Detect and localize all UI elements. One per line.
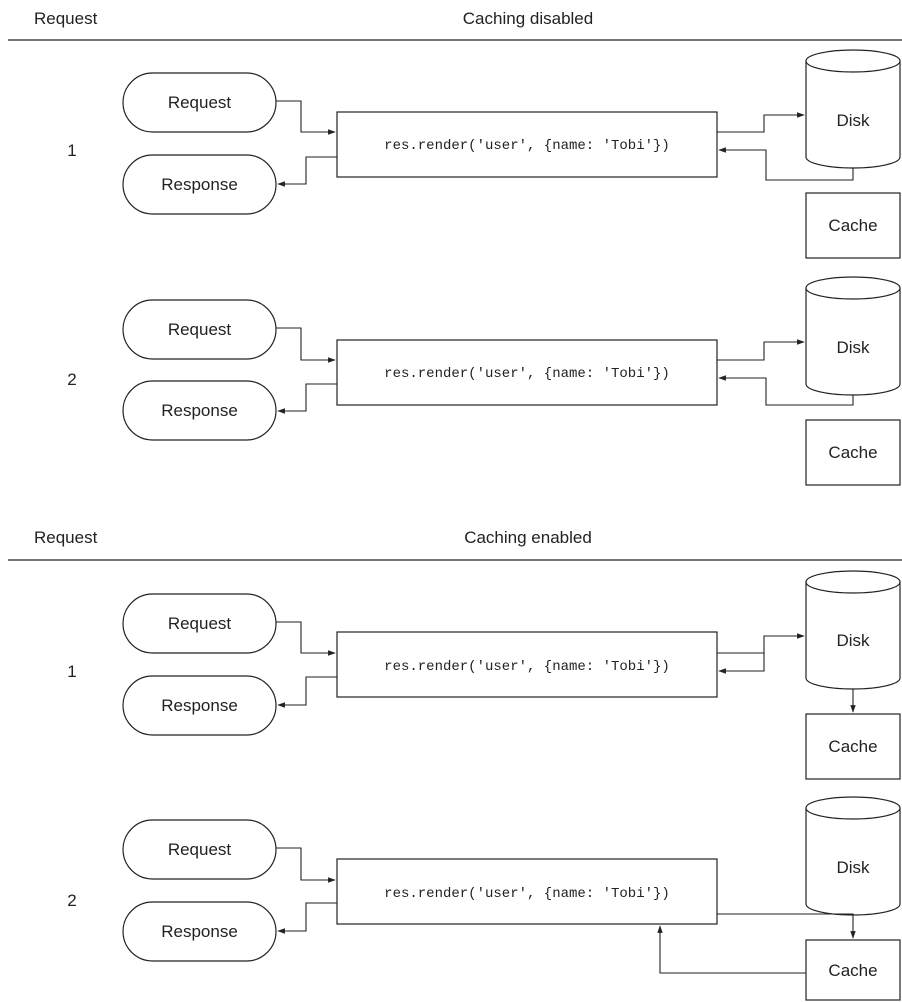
response-label: Response xyxy=(161,175,238,194)
cache-label: Cache xyxy=(828,737,877,756)
disk-cylinder-top xyxy=(805,276,901,300)
disk-cylinder-top xyxy=(805,570,901,594)
request-node xyxy=(122,299,277,360)
render-code: res.render('user', {name: 'Tobi'}) xyxy=(384,366,670,382)
section-header-request-label: Request xyxy=(34,9,98,28)
response-label: Response xyxy=(161,696,238,715)
arrow-disk-to-render xyxy=(718,653,765,674)
cache-box xyxy=(805,419,901,486)
arrow-render-to-disk xyxy=(717,633,805,654)
cache-label: Cache xyxy=(828,216,877,235)
request-node xyxy=(122,72,277,133)
arrow-disk-to-render xyxy=(718,147,854,181)
row-number: 1 xyxy=(67,141,76,160)
cache-box xyxy=(805,939,901,1001)
request-node xyxy=(122,819,277,880)
cache-label: Cache xyxy=(828,443,877,462)
arrow-render-to-response xyxy=(277,676,337,708)
render-code: res.render('user', {name: 'Tobi'}) xyxy=(384,659,670,675)
arrow-request-to-render xyxy=(276,327,336,363)
arrow-render-to-disk xyxy=(717,339,805,361)
response-label: Response xyxy=(161,401,238,420)
response-node xyxy=(122,675,277,736)
request-label: Request xyxy=(168,614,232,633)
cache-label: Cache xyxy=(828,961,877,980)
row-number: 2 xyxy=(67,891,76,910)
response-node xyxy=(122,901,277,962)
arrow-disk-to-render xyxy=(718,375,854,406)
arrow-render-to-response xyxy=(277,902,337,934)
flow-row-1: 1 Request Response res.render('user', {n… xyxy=(67,49,901,259)
response-node xyxy=(122,154,277,215)
arrow-render-to-cache xyxy=(717,913,856,939)
render-box xyxy=(336,858,718,925)
disk-label: Disk xyxy=(836,338,870,357)
request-label: Request xyxy=(168,840,232,859)
arrow-render-to-response xyxy=(277,156,337,187)
request-label: Request xyxy=(168,320,232,339)
disk-cylinder-top xyxy=(805,796,901,820)
request-label: Request xyxy=(168,93,232,112)
render-code: res.render('user', {name: 'Tobi'}) xyxy=(384,138,670,154)
arrow-request-to-render xyxy=(276,100,336,135)
flow-row-2: 2 Request Response res.render('user', {n… xyxy=(67,796,901,1001)
render-box xyxy=(336,339,718,406)
flow-row-1: 1 Request Response res.render('user', {n… xyxy=(67,570,901,780)
arrow-render-to-response xyxy=(277,383,337,414)
disk-cylinder-top xyxy=(805,49,901,73)
disk-label: Disk xyxy=(836,631,870,650)
row-number: 2 xyxy=(67,370,76,389)
render-code: res.render('user', {name: 'Tobi'}) xyxy=(384,886,670,902)
arrow-request-to-render xyxy=(276,847,336,883)
request-node xyxy=(122,593,277,654)
render-box xyxy=(336,631,718,698)
response-label: Response xyxy=(161,922,238,941)
section-caching-enabled: Request Caching enabled 1 Request Respon… xyxy=(8,528,902,1001)
section-header-request-label: Request xyxy=(34,528,98,547)
arrow-request-to-render xyxy=(276,621,336,656)
arrow-render-to-disk xyxy=(717,112,805,133)
section-title: Caching enabled xyxy=(464,528,592,547)
row-number: 1 xyxy=(67,662,76,681)
section-caching-disabled: Request Caching disabled 1 Request Respo… xyxy=(8,9,902,486)
disk-label: Disk xyxy=(836,858,870,877)
response-node xyxy=(122,380,277,441)
arrow-cache-to-render xyxy=(657,925,806,974)
cache-box xyxy=(805,713,901,780)
cache-box xyxy=(805,192,901,259)
disk-label: Disk xyxy=(836,111,870,130)
flow-row-2: 2 Request Response res.render('user', {n… xyxy=(67,276,901,486)
render-box xyxy=(336,111,718,178)
section-title: Caching disabled xyxy=(463,9,593,28)
